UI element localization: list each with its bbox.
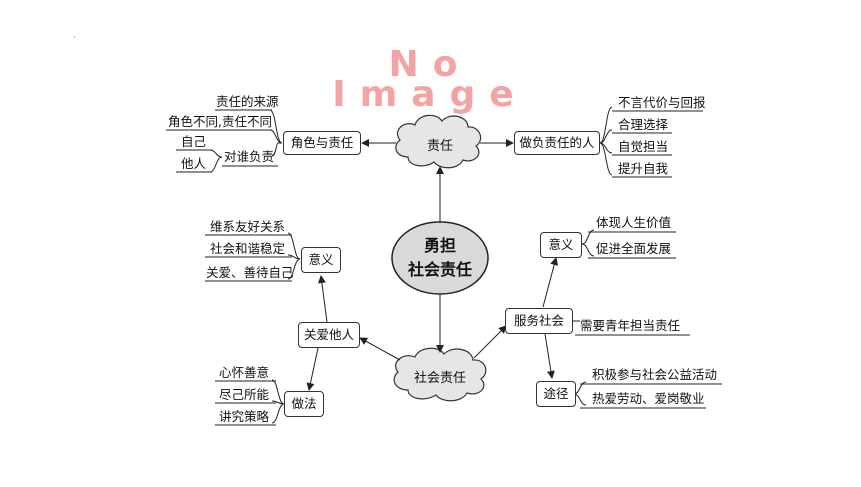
center-title-line-1: 勇担 <box>423 236 456 255</box>
right-top-item-4: 提升自我 <box>618 161 669 176</box>
method-item-3: 讲究策略 <box>219 409 270 424</box>
youth-responsibility-text: 需要青年担当责任 <box>580 318 681 333</box>
method-item-1: 心怀善意 <box>219 365 270 380</box>
left-top-sub-item-2: 他人 <box>181 156 207 171</box>
right-meaning-item-1: 体现人生价值 <box>596 215 672 230</box>
right-meaning-item-2: 促进全面发展 <box>596 241 672 256</box>
role-responsibility-box: 角色与责任 <box>283 131 361 155</box>
left-top-item-2: 角色不同,责任不同 <box>168 114 272 129</box>
right-top-item-3: 自觉担当 <box>618 139 669 154</box>
to-whom-label: 对谁负责 <box>224 149 275 164</box>
method-box: 做法 <box>284 391 324 417</box>
care-others-box: 关爱他人 <box>298 322 360 348</box>
bottom-cloud-label: 社会责任 <box>413 371 466 386</box>
responsible-person-box: 做负责任的人 <box>514 131 600 155</box>
method-item-2: 尽己所能 <box>219 387 270 402</box>
top-cloud-label: 责任 <box>426 139 453 154</box>
left-meaning-item-1: 维系友好关系 <box>210 219 286 234</box>
left-top-sub-item-1: 自己 <box>181 134 207 149</box>
left-top-item-1: 责任的来源 <box>216 94 279 109</box>
left-meaning-item-2: 社会和谐稳定 <box>210 241 286 256</box>
serve-society-box: 服务社会 <box>505 308 573 334</box>
center-title-line-2: 社会责任 <box>407 260 472 279</box>
center-title: 勇担 社会责任 <box>392 234 488 282</box>
dot-mark: · <box>73 33 76 42</box>
no-image-watermark: No Image <box>205 44 655 115</box>
left-meaning-item-3: 关爱、善待自己 <box>206 265 294 280</box>
way-item-1: 积极参与社会公益活动 <box>592 367 718 382</box>
right-top-item-1: 不言代价与回报 <box>618 95 706 110</box>
bottom-cloud-shape <box>393 347 487 402</box>
left-meaning-box: 意义 <box>301 247 341 273</box>
way-item-2: 热爱劳动、爱岗敬业 <box>592 391 705 406</box>
watermark-line-2: Image <box>332 74 528 115</box>
right-top-item-2: 合理选择 <box>618 117 669 132</box>
watermark-line-1: No <box>388 44 472 85</box>
top-cloud-shape <box>395 114 482 169</box>
right-meaning-box: 意义 <box>540 232 582 258</box>
way-box: 途径 <box>536 381 576 407</box>
